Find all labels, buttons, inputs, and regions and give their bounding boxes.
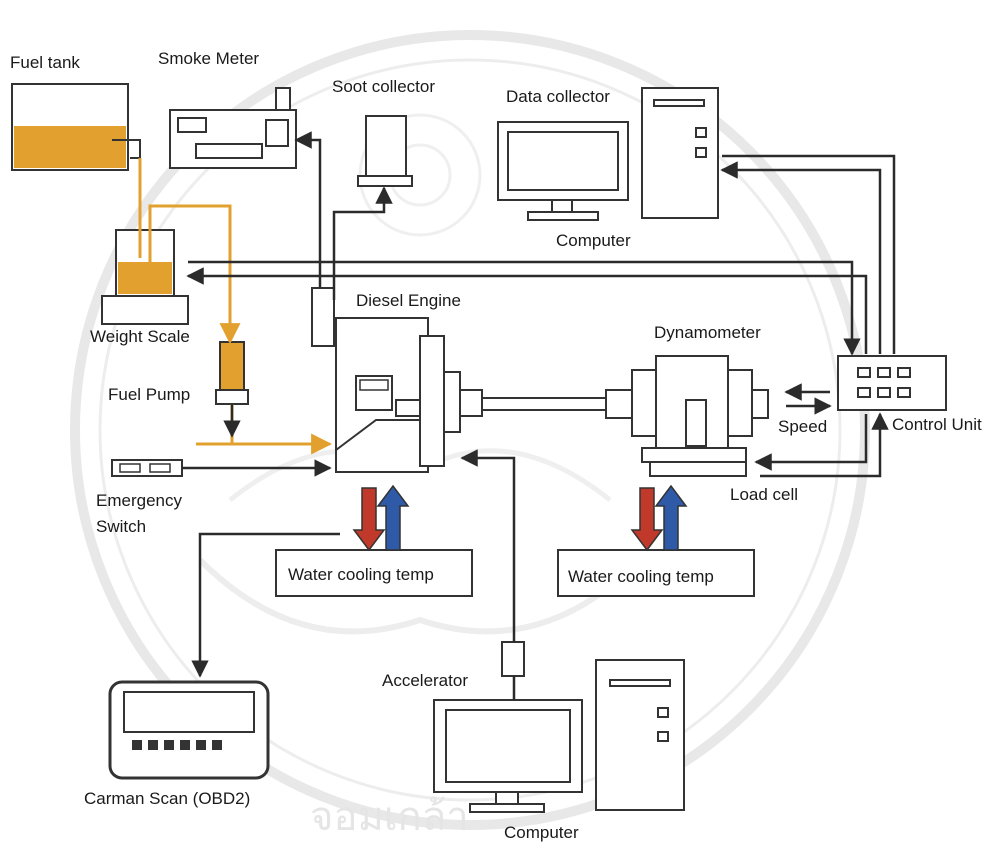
control-unit bbox=[837, 355, 947, 411]
emergency-switch bbox=[111, 459, 183, 477]
drive-shaft bbox=[481, 397, 607, 411]
dyno-water-hot-arrow bbox=[630, 487, 664, 552]
weight-scale-label: Weight Scale bbox=[90, 327, 190, 346]
water-cooling-engine-label: Water cooling temp bbox=[288, 565, 434, 584]
load-cell-label: Load cell bbox=[730, 485, 798, 504]
emergency-switch-label-line2: Switch bbox=[96, 517, 146, 536]
speed-label: Speed bbox=[778, 417, 827, 436]
weight-scale bbox=[101, 229, 189, 325]
fuel-tank-label: Fuel tank bbox=[10, 53, 80, 72]
watermark-text: จอมเกล้า bbox=[310, 794, 469, 840]
water-cooling-dyno-label: Water cooling temp bbox=[568, 567, 714, 586]
carman-scan-device bbox=[108, 680, 270, 780]
accelerator bbox=[501, 641, 525, 677]
engine-water-cold-arrow bbox=[376, 484, 410, 551]
fuel-pump-label: Fuel Pump bbox=[108, 385, 190, 404]
water-cooling-engine-box bbox=[275, 549, 473, 597]
dynamometer bbox=[605, 355, 769, 477]
dynamometer-label: Dynamometer bbox=[654, 323, 761, 342]
bottom-computer bbox=[433, 659, 685, 813]
engine-water-hot-arrow bbox=[352, 487, 386, 552]
fuel-tank bbox=[11, 83, 141, 171]
fuel-pump bbox=[215, 341, 249, 405]
smoke-meter-label: Smoke Meter bbox=[158, 49, 259, 68]
emergency-switch-label-line1: Emergency bbox=[96, 491, 182, 510]
smoke-meter bbox=[169, 87, 297, 169]
computer-top-label: Computer bbox=[556, 231, 631, 250]
carman-scan-label: Carman Scan (OBD2) bbox=[84, 789, 250, 808]
soot-collector bbox=[357, 115, 413, 187]
fuel-lines bbox=[138, 158, 333, 455]
diesel-engine bbox=[311, 287, 483, 473]
data-collector-label: Data collector bbox=[506, 87, 610, 106]
water-cooling-dyno-box bbox=[557, 549, 755, 597]
dyno-water-cold-arrow bbox=[654, 484, 688, 551]
control-unit-label: Control Unit bbox=[892, 415, 982, 434]
data-collector-computer bbox=[497, 87, 719, 221]
accelerator-label: Accelerator bbox=[382, 671, 468, 690]
diesel-engine-label: Diesel Engine bbox=[356, 291, 461, 310]
connection-lines bbox=[182, 131, 896, 700]
soot-collector-label: Soot collector bbox=[332, 77, 435, 96]
computer-bottom-label: Computer bbox=[504, 823, 579, 842]
